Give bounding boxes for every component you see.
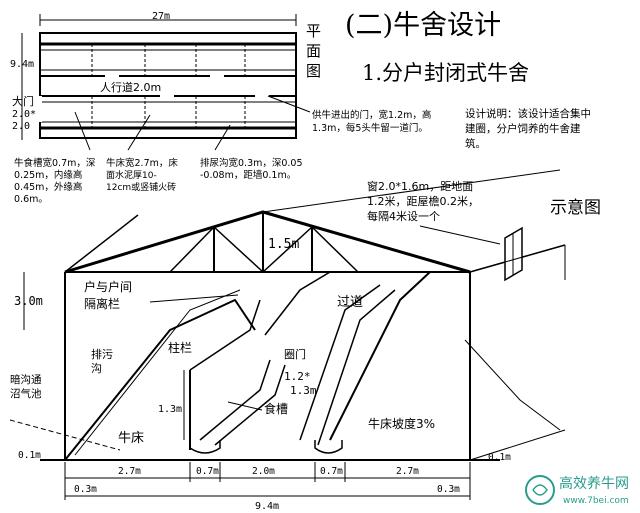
truss-diag-3 xyxy=(169,226,215,273)
bed-note-2: 面水泥厚10- xyxy=(106,169,157,181)
plan-view: 27m 9.4m 大门 2.0* 2.0 人行道2.0m xyxy=(10,11,431,205)
trough-note-3: 0.45m，外缘高 xyxy=(14,181,82,193)
pen-gate-label: 圈门 xyxy=(284,347,306,361)
dim-left-0-3: 0.3m xyxy=(74,484,97,495)
trough-edge-right-2 xyxy=(317,289,396,446)
rail-height-label: 1.3m xyxy=(158,404,182,415)
partition-left xyxy=(64,298,256,461)
dim-right-bed: 2.7m xyxy=(396,466,419,477)
partition-right xyxy=(329,271,431,441)
bed-slope-label: 牛床坡度3% xyxy=(368,416,435,431)
cattle-door-note-2: 1.3m，每5头牛留一道门。 xyxy=(312,122,428,134)
roof-ridge-perspective xyxy=(262,169,561,213)
truss-diag-4 xyxy=(311,226,359,273)
trough-right xyxy=(314,440,343,454)
trough-note-4: 0.6m。 xyxy=(14,194,48,205)
plan-width-label: 27m xyxy=(152,11,170,22)
pen-gate-dim-1: 1.2* xyxy=(284,370,311,383)
dim-right-0-1: 0.1m xyxy=(488,452,511,463)
plan-gate-gap xyxy=(38,96,42,122)
watermark-logo-icon xyxy=(525,475,555,505)
plan-label-1: 平 xyxy=(306,22,321,40)
partition-label-1: 户与户间 xyxy=(84,279,132,294)
ditch-note-1: 排尿沟宽0.3m，深0.05 xyxy=(200,157,303,169)
plan-aisle-label: 人行道2.0m xyxy=(100,80,161,94)
wall-right-top xyxy=(469,244,566,273)
dim-left-0-1: 0.1m xyxy=(18,450,41,461)
plan-leader-door xyxy=(267,95,311,113)
heading-subtitle: 1.分户封闭式牛舍 xyxy=(362,61,529,85)
pen-gate-dim-2: 1.3m xyxy=(290,384,317,397)
plan-label-3: 图 xyxy=(306,62,321,80)
heading-title: (二)牛舍设计 xyxy=(345,10,501,41)
dim-aisle: 2.0m xyxy=(252,466,275,477)
design-note-2: 建圈，分户饲养的牛舍建 xyxy=(465,122,581,135)
culvert-label-2: 沼气池 xyxy=(10,387,42,400)
trough-note-2: 0.25m，内缘高 xyxy=(14,169,82,181)
roof-height-label: 1.5m xyxy=(268,237,299,252)
ditch-note-2: -0.08m，距墙0.1m。 xyxy=(200,169,296,181)
dim-right-trough: 0.7m xyxy=(320,466,343,477)
plan-gate-dim-2: 2.0 xyxy=(12,121,30,132)
plan-leader-bed xyxy=(127,114,151,151)
rail-top xyxy=(189,299,261,371)
plan-door-1 xyxy=(105,74,119,78)
bed-note-3: 12cm或竖铺火砖 xyxy=(106,181,176,193)
plan-leader-trough xyxy=(74,111,91,151)
dim-right-0-3: 0.3m xyxy=(437,484,460,495)
pen-gate-frame xyxy=(264,271,331,336)
window-leader xyxy=(419,225,501,245)
plan-gate-dim-1: 2.0* xyxy=(12,109,36,120)
trough-edge-right xyxy=(299,284,381,441)
plan-door-4 xyxy=(255,94,269,98)
plan-gate-label: 大门 xyxy=(12,94,34,108)
partition-leader xyxy=(149,294,239,303)
sewage-label-2: 沟 xyxy=(91,362,102,375)
trough-left xyxy=(189,440,221,454)
bed-note-1: 牛床宽2.7m，床 xyxy=(106,157,178,169)
watermark-url: www.7bei.com xyxy=(563,496,629,506)
culvert-label-1: 暗沟通 xyxy=(10,373,42,386)
plan-depth-label: 9.4m xyxy=(10,59,34,70)
dim-total-width: 9.4m xyxy=(255,501,279,512)
dim-left-trough: 0.7m xyxy=(196,466,219,477)
partition-label-2: 隔离栏 xyxy=(84,296,120,311)
window-note-1: 窗2.0*1.6m，距地面 xyxy=(367,179,473,193)
design-note-3: 筑。 xyxy=(465,137,486,150)
watermark: 高效养牛网 www.7bei.com xyxy=(525,475,629,506)
cross-section: 1.5m 3.0m 户与户间 隔离栏 过道 排污 沟 暗沟 xyxy=(9,169,566,512)
wall-height-label: 3.0m xyxy=(14,294,43,308)
design-note-1: 设计说明：该设计适合集中 xyxy=(465,107,591,120)
truss-diag-1 xyxy=(213,226,264,273)
trough-edge-left-2 xyxy=(214,364,286,446)
right-outer-line xyxy=(464,339,561,431)
plan-leader-ditch xyxy=(214,124,231,151)
trough-edge-left xyxy=(199,359,271,441)
plan-outline xyxy=(39,32,297,139)
trough-label: 食槽 xyxy=(264,401,288,416)
roof-left-perspective xyxy=(64,214,139,273)
trough-leader xyxy=(227,401,263,411)
rail-label: 柱栏 xyxy=(168,340,192,355)
culvert-line xyxy=(9,419,121,451)
plan-door-2 xyxy=(210,74,224,78)
plan-label-2: 面 xyxy=(306,42,321,60)
bed-label: 牛床 xyxy=(118,431,144,446)
sewage-label-1: 排污 xyxy=(91,347,113,361)
wall-right-bottom xyxy=(469,429,566,461)
window-note-2: 1.2米，距屋檐0.2米， xyxy=(367,194,479,208)
aisle-label: 过道 xyxy=(337,295,363,310)
cattle-door-note-1: 供牛进出的门，宽1.2m，高 xyxy=(312,109,431,121)
diagram-label: 示意图 xyxy=(550,198,601,218)
window-note-3: 每隔4米设一个 xyxy=(367,209,440,223)
truss-diag-2 xyxy=(262,226,313,273)
dim-left-bed: 2.7m xyxy=(118,466,141,477)
trough-note-1: 牛食槽宽0.7m，深 xyxy=(14,157,96,169)
watermark-text: 高效养牛网 xyxy=(559,475,629,492)
plan-door-3 xyxy=(160,94,174,98)
watermark-logo-mark xyxy=(532,484,548,496)
